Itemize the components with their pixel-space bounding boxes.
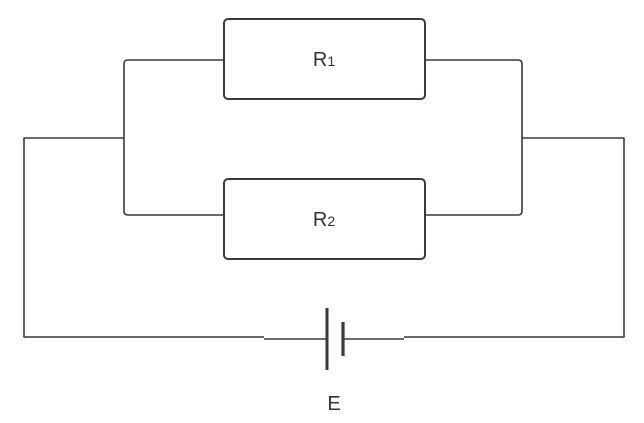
resistor-r1-index: 1 xyxy=(327,53,335,69)
resistor-r2-index: 2 xyxy=(327,213,335,229)
battery-label: E xyxy=(327,393,340,415)
parallel-wire-left xyxy=(123,59,224,216)
outer-wire-left xyxy=(23,137,264,338)
resistor-r2-body xyxy=(223,178,426,260)
resistor-r1: R1 xyxy=(223,18,426,100)
resistor-r2-label: R2 xyxy=(313,209,335,231)
resistor-r1-label: R1 xyxy=(313,49,335,71)
resistor-r1-body xyxy=(223,18,426,100)
resistor-r2-letter: R xyxy=(313,209,327,231)
parallel-wire-right xyxy=(425,59,523,216)
outer-wire-right xyxy=(404,137,625,338)
battery: E xyxy=(325,308,345,415)
resistor-r2: R2 xyxy=(223,178,426,260)
resistor-r1-letter: R xyxy=(313,49,327,71)
